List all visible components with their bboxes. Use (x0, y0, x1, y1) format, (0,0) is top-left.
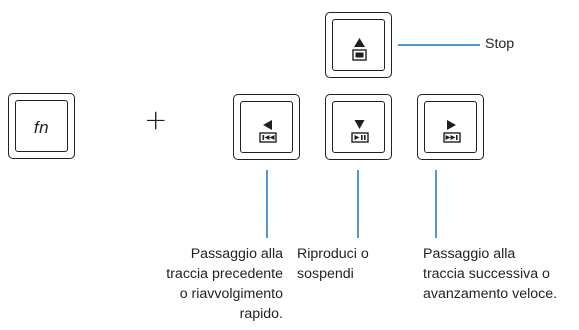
previous-track-key (233, 94, 300, 160)
next-track-key (417, 94, 484, 160)
left-triangle-icon (263, 120, 272, 130)
next-track-key-inner (424, 101, 477, 153)
right-triangle-icon (447, 120, 456, 130)
down-triangle-icon (354, 120, 365, 129)
stop-key-icons (352, 38, 367, 61)
previous-track-key-inner (240, 101, 293, 153)
stop-key-inner (332, 19, 385, 71)
play-pause-icon (351, 132, 369, 143)
eject-triangle-icon (354, 38, 365, 47)
play-pause-key-icons (351, 120, 369, 143)
play-pause-key (325, 94, 392, 160)
previous-track-caption: Passaggio alla traccia precedente o riav… (166, 246, 283, 322)
play-pause-key-inner (332, 101, 385, 153)
stop-label: Stop (485, 36, 515, 52)
plus-sign: + (144, 103, 168, 136)
stop-key (325, 12, 392, 78)
next-track-caption: Passaggio alla traccia successiva o avan… (423, 246, 558, 302)
play-pause-caption: Riproduci o sospendi (297, 246, 369, 282)
fn-key-label: fn (33, 118, 50, 137)
fn-key: fn (8, 93, 75, 159)
stop-square-icon (352, 49, 367, 61)
next-track-key-icons (443, 120, 461, 143)
rewind-icon (259, 132, 277, 143)
previous-track-key-icons (259, 120, 277, 143)
fn-key-inner (15, 100, 68, 152)
fast-forward-icon (443, 132, 461, 143)
